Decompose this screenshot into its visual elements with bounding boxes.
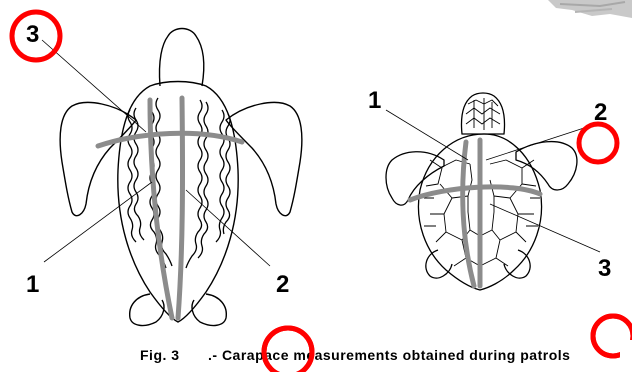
- leatherback-rear-left-flipper: [130, 294, 164, 325]
- figure-caption: Fig. 3 .- Carapace measurements obtained…: [0, 347, 632, 367]
- hardshell-rear-right-flipper: [504, 250, 530, 278]
- leatherback-label-2: 2: [276, 271, 289, 298]
- head-scale-pattern: [466, 98, 500, 130]
- caption-fig-number: Fig. 3: [140, 347, 180, 363]
- leatherback-labels: 3 1 2: [26, 21, 289, 298]
- background-texture: [548, 0, 632, 18]
- leatherback-label-3: 3: [26, 21, 39, 48]
- leatherback-label-1: 1: [26, 271, 39, 298]
- hardshell-rear-left-flipper: [426, 250, 452, 278]
- leatherback-head: [159, 29, 203, 87]
- leatherback-width-line: [98, 133, 242, 146]
- hardshell-label-1: 1: [368, 87, 381, 114]
- leatherback-left-flipper: [60, 102, 136, 215]
- leatherback-rear-right-flipper: [192, 294, 226, 325]
- caption-text: .- Carapace measurements obtained during…: [208, 347, 570, 363]
- annotation-circle-right-label: [579, 124, 617, 162]
- hardshell-label-3: 3: [598, 255, 611, 282]
